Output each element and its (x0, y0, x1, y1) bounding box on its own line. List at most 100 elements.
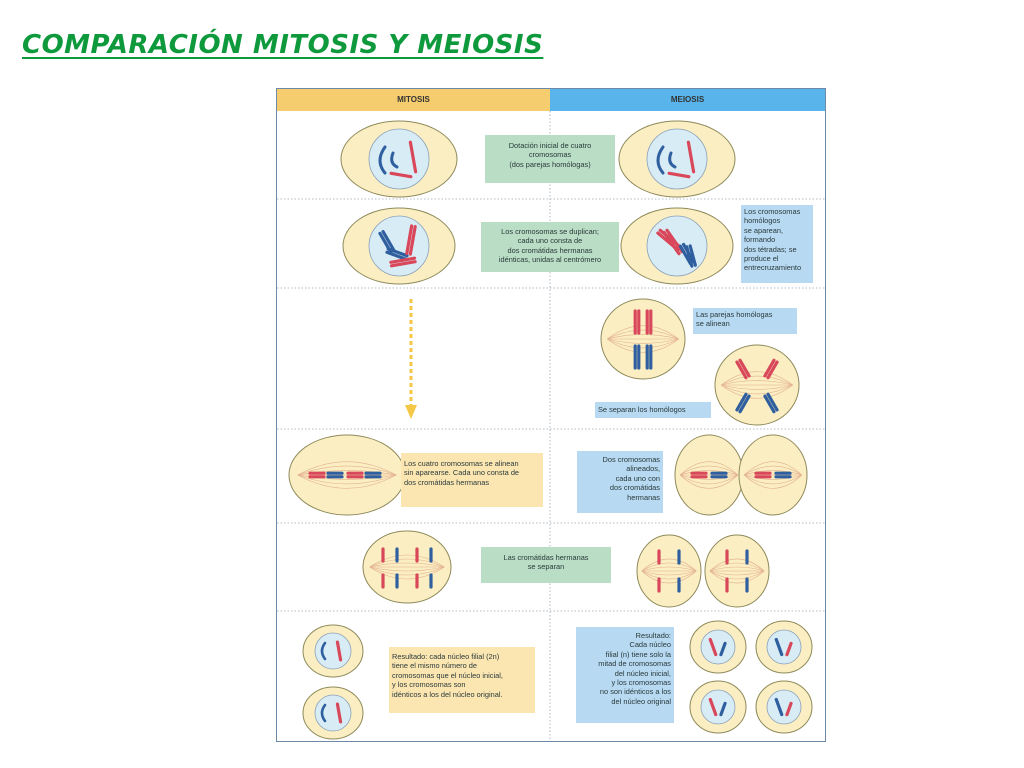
arrow-head (405, 405, 417, 419)
label-resultado-mitosis: Resultado: cada núcleo filial (2n) tiene… (389, 647, 535, 713)
cell-meiosis-result (689, 680, 747, 734)
spindle-fiber (641, 570, 697, 584)
spindle-fiber (679, 461, 739, 476)
cell-meiosis-ii-metaphase (738, 434, 808, 516)
spindle-fiber (679, 474, 739, 489)
spindle-fiber (607, 338, 679, 353)
cell-mitosis-result (302, 686, 364, 740)
chromosome (320, 641, 327, 661)
spindle-fiber (680, 474, 738, 480)
chromosome (662, 230, 681, 256)
spindle-fiber (721, 371, 793, 386)
spindle-fiber (709, 570, 765, 576)
cell-meiosis-anaphase (714, 344, 800, 426)
chromosome (667, 171, 691, 179)
spindle-fiber (721, 380, 793, 386)
column-header-mitosis: MITOSIS (277, 89, 550, 111)
chromosome (708, 697, 718, 717)
chromosome (320, 703, 327, 723)
chromosome (738, 358, 751, 378)
spindle-fiber (641, 570, 697, 576)
diagram-canvas (277, 111, 825, 741)
spindle-fiber (744, 474, 802, 480)
chromosome (738, 394, 751, 414)
nucleus (700, 629, 736, 665)
cell-initial (340, 120, 458, 198)
cell-duplicated (620, 207, 734, 285)
label-alinean-mitosis: Los cuatro cromosomas se alinean sin apa… (401, 453, 543, 507)
nucleus (766, 629, 802, 665)
chromosome (766, 392, 779, 412)
nucleus (700, 689, 736, 725)
nucleus (368, 215, 430, 277)
spindle-fiber (721, 384, 793, 399)
cell-initial (618, 120, 736, 198)
spindle-fiber (369, 566, 445, 576)
spindle-fiber (641, 558, 697, 572)
spindle-fiber (743, 474, 803, 485)
cell-meiosis-result (755, 680, 813, 734)
cell-meiosis-result (755, 620, 813, 674)
chromosome (389, 260, 417, 268)
label-cromatidas-separan: Las cromátidas hermanas se separan (481, 547, 611, 583)
spindle-fiber (297, 461, 397, 476)
spindle-fiber (721, 384, 793, 395)
chromosome (390, 151, 399, 169)
cell-meiosis-result (689, 620, 747, 674)
spindle-fiber (709, 570, 765, 584)
cell-meiosis-ii-anaphase (704, 534, 770, 608)
cell-mitosis-anaphase (362, 530, 452, 604)
label-alinean-parejas: Las parejas homólogas se alinean (693, 308, 797, 334)
spindle-fiber (607, 329, 679, 340)
label-duplican: Los cromosomas se duplican; cada uno con… (481, 222, 619, 272)
spindle-fiber (709, 558, 765, 572)
chromosome (381, 229, 396, 253)
chromosome (405, 224, 414, 256)
chromosome (774, 697, 784, 717)
spindle-fiber (641, 570, 697, 580)
chromosome (408, 140, 418, 174)
spindle-fiber (641, 566, 697, 572)
chromosome (656, 145, 665, 175)
page-title: COMPARACIÓN MITOSIS Y MEIOSIS (22, 30, 544, 60)
chromosome (408, 224, 417, 256)
spindle-fiber (369, 566, 445, 580)
spindle-fiber (744, 470, 802, 476)
chromosome (335, 702, 343, 724)
chromosome (719, 641, 727, 657)
spindle-fiber (721, 384, 793, 390)
spindle-fiber (743, 461, 803, 476)
chromosome (763, 394, 776, 414)
nucleus (314, 694, 352, 732)
label-separan-homologos: Se separan los homólogos (595, 402, 711, 418)
chromosome (763, 358, 776, 378)
chromosome (766, 360, 779, 380)
chromosome (785, 701, 793, 717)
spindle-fiber (743, 465, 803, 476)
cell-meiosis-metaphase (600, 298, 686, 380)
chromosome (389, 256, 417, 264)
cell-mitosis-metaphase (288, 434, 406, 516)
nucleus (646, 128, 708, 190)
label-dotacion: Dotación inicial de cuatro cromosomas (d… (485, 135, 615, 183)
label-alinean-meiosis: Dos cromosomas alineados, cada uno con d… (577, 451, 663, 513)
spindle-fiber (607, 325, 679, 340)
chromosome (735, 392, 748, 412)
spindle-fiber (721, 375, 793, 386)
chromosome (688, 244, 697, 267)
chromosome (686, 140, 696, 174)
spindle-fiber (369, 554, 445, 568)
spindle-fiber (297, 474, 397, 489)
spindle-fiber (743, 474, 803, 489)
cell-meiosis-ii-metaphase (674, 434, 744, 516)
nucleus (766, 689, 802, 725)
chromosome (774, 637, 784, 657)
chromosome (668, 151, 677, 169)
spindle-fiber (369, 566, 445, 572)
spindle-fiber (297, 474, 397, 480)
spindle-fiber (641, 562, 697, 572)
nucleus (368, 128, 430, 190)
spindle-fiber (607, 334, 679, 340)
spindle-fiber (607, 338, 679, 349)
spindle-fiber (297, 465, 397, 476)
